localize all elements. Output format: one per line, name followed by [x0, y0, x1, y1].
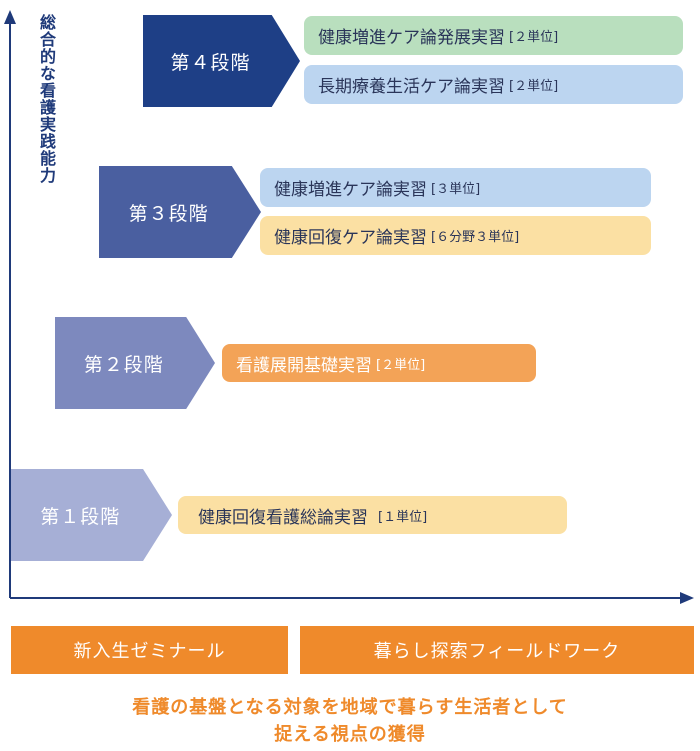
course-s1a: 健康回復看護総論実習 [１単位]: [178, 496, 567, 534]
band-seminar: 新入生ゼミナール: [11, 626, 288, 674]
course-s4a: 健康増進ケア論発展実習 [２単位]: [304, 16, 683, 55]
stage-2-label: 第２段階: [83, 353, 164, 376]
stage-4-arrow: 第４段階: [143, 15, 300, 107]
stage-1-arrow: 第１段階: [11, 469, 172, 561]
course-s3a: 健康増進ケア論実習 [３単位]: [260, 168, 651, 207]
stage-2-arrow: 第２段階: [55, 317, 215, 409]
course-credit: [３単位]: [431, 182, 481, 197]
course-s2a: 看護展開基礎実習 [２単位]: [222, 344, 536, 382]
course-name: 健康増進ケア論発展実習: [318, 28, 505, 48]
course-s3b: 健康回復ケア論実習 [６分野３単位]: [260, 216, 651, 255]
course-credit: [２単位]: [509, 30, 559, 45]
course-name: 健康回復看護総論実習: [198, 507, 368, 528]
course-s4b: 長期療養生活ケア論実習 [２単位]: [304, 65, 683, 104]
course-name: 健康回復ケア論実習: [274, 228, 427, 248]
course-credit: [２単位]: [376, 357, 426, 373]
footer-line-2: 捉える視点の獲得: [274, 724, 426, 745]
axes: [4, 10, 694, 604]
course-name: 健康増進ケア論実習: [274, 180, 427, 200]
course-credit: [１単位]: [378, 509, 428, 525]
stage-4-label: 第４段階: [170, 51, 251, 74]
y-axis-label: 総合的な看護実践能力: [37, 14, 56, 184]
band-fieldwork: 暮らし探索フィールドワーク: [300, 626, 694, 674]
stage-3-label: 第３段階: [128, 202, 209, 225]
y-axis-arrowhead: [4, 10, 16, 24]
footer-line-1: 看護の基盤となる対象を地域で暮らす生活者として: [132, 697, 568, 718]
course-credit: [６分野３単位]: [431, 230, 520, 245]
x-axis-arrowhead: [680, 592, 694, 604]
course-credit: [２単位]: [509, 79, 559, 94]
course-name: 看護展開基礎実習: [236, 355, 372, 376]
stage-3-arrow: 第３段階: [99, 166, 261, 258]
stage-1-label: 第１段階: [40, 505, 121, 528]
course-name: 長期療養生活ケア論実習: [318, 77, 505, 97]
